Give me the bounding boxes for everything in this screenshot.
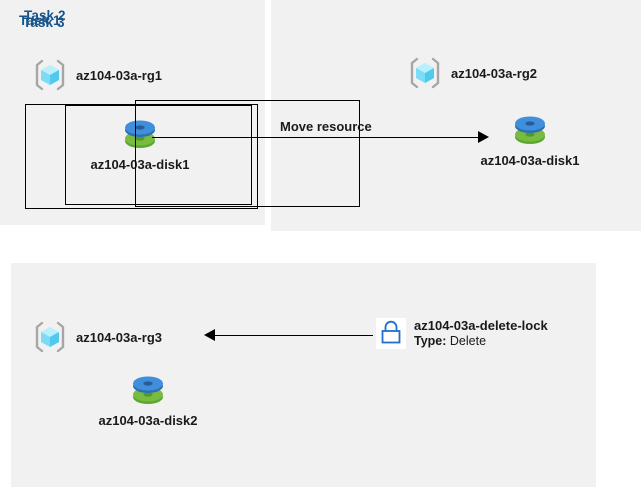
task-1-title: Task 1 — [19, 13, 61, 28]
disk-resource-2-label: az104-03a-disk1 — [480, 153, 580, 168]
resource-box-2 — [135, 100, 360, 207]
managed-disk-icon — [88, 372, 208, 410]
resource-box-3 — [65, 105, 252, 205]
task-2-title: Task 2 — [24, 8, 66, 23]
resource-group-2-label: az104-03a-rg2 — [451, 65, 537, 81]
resource-group-3: az104-03a-rg3 — [33, 320, 162, 354]
disk-resource-1: az104-03a-disk1 — [80, 116, 200, 172]
task-panel-3 — [11, 263, 596, 487]
disk-resource-2: az104-03a-disk1 — [470, 112, 590, 168]
resource-group-3-label: az104-03a-rg3 — [76, 329, 162, 345]
resource-group-icon — [33, 58, 67, 92]
resource-group-icon — [33, 320, 67, 354]
delete-lock: az104-03a-delete-lock Type: Delete — [376, 318, 548, 350]
move-resource-arrow-label: Move resource — [280, 119, 372, 134]
move-resource-arrow-line — [152, 137, 484, 138]
managed-disk-icon — [470, 112, 590, 150]
resource-group-1: az104-03a-rg1 — [33, 58, 162, 92]
delete-lock-text: az104-03a-delete-lock Type: Delete — [414, 318, 548, 350]
resource-group-1-label: az104-03a-rg1 — [76, 67, 162, 83]
delete-lock-label: az104-03a-delete-lock — [414, 318, 548, 333]
delete-lock-type: Type: Delete — [414, 334, 548, 350]
disk-resource-1-label: az104-03a-disk1 — [90, 157, 190, 172]
resource-group-2: az104-03a-rg2 — [408, 56, 537, 90]
task-3-title: Task 3 — [23, 15, 65, 30]
task-panel-1 — [0, 0, 265, 225]
disk-resource-3: az104-03a-disk2 — [88, 372, 208, 428]
resource-box-1 — [25, 104, 258, 209]
disk-resource-3-label: az104-03a-disk2 — [98, 413, 198, 428]
resource-group-icon — [408, 56, 442, 90]
move-resource-arrowhead-icon — [478, 131, 489, 143]
delete-lock-arrow-line — [213, 335, 373, 336]
delete-lock-type-key: Type: — [414, 334, 447, 349]
task-panel-2 — [271, 0, 641, 231]
managed-disk-icon — [80, 116, 200, 154]
delete-lock-type-value: Delete — [446, 334, 487, 349]
lock-icon — [376, 318, 406, 349]
delete-lock-arrowhead-icon — [204, 329, 215, 341]
